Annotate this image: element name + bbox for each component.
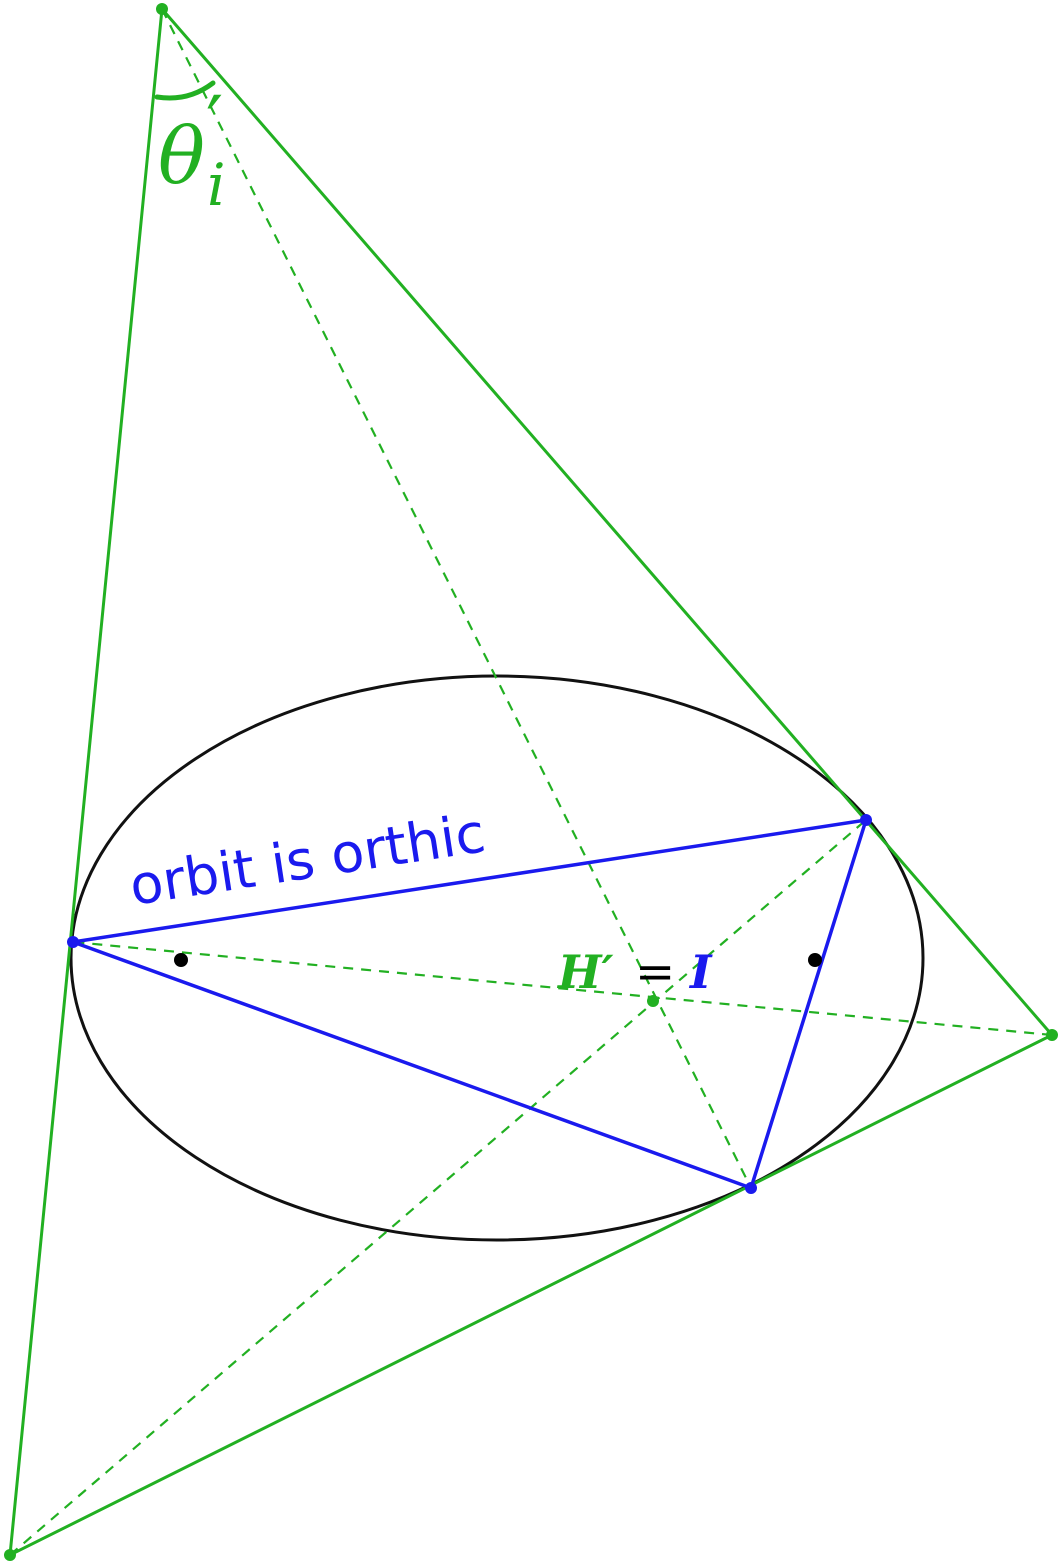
angle-prime: ′ <box>206 79 223 168</box>
angle-symbol: θ <box>158 112 205 202</box>
angle-label: θ <box>158 112 205 202</box>
focus-left <box>174 953 188 967</box>
caustic-ellipse <box>69 674 925 1242</box>
cevian-bottom <box>9 819 867 1556</box>
cevian-top <box>161 8 752 1189</box>
concurrency-point <box>647 995 659 1007</box>
vertex-right <box>1046 1029 1058 1041</box>
orbit-vertex-left <box>67 936 79 948</box>
focus-right <box>808 953 822 967</box>
equals-sign: = <box>635 944 675 1000</box>
vertex-bottom <box>4 1549 16 1561</box>
orbit-triangle <box>72 817 869 1191</box>
h-prime-label: H′ <box>556 945 614 999</box>
outer-triangle <box>8 5 1055 1558</box>
triangle-vertices <box>4 3 1058 1561</box>
incenter-label: I <box>688 945 713 999</box>
cevian-right <box>72 940 1053 1037</box>
vertex-top <box>156 3 168 15</box>
angle-subscript: i <box>207 151 226 219</box>
orbit-vertex-bottom <box>745 1182 757 1194</box>
dashed-cevians <box>9 8 1053 1556</box>
angle-arc <box>154 80 216 101</box>
orbit-vertices <box>67 814 872 1194</box>
orbit-caption: orbit is orthic <box>125 801 489 918</box>
orbit-vertex-right <box>860 814 872 826</box>
